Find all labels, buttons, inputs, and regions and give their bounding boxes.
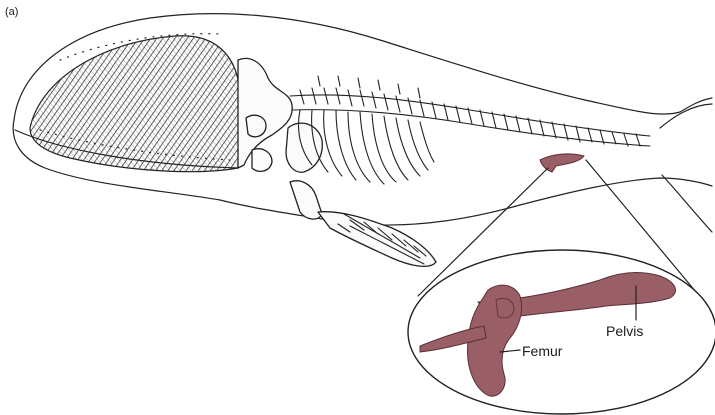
flipper	[286, 123, 436, 266]
femur-label: Femur	[522, 343, 563, 359]
skull	[238, 58, 292, 171]
pelvis-label: Pelvis	[606, 323, 643, 339]
vertebral-column	[290, 76, 650, 146]
magnified-inset: Pelvis Femur	[408, 250, 715, 414]
